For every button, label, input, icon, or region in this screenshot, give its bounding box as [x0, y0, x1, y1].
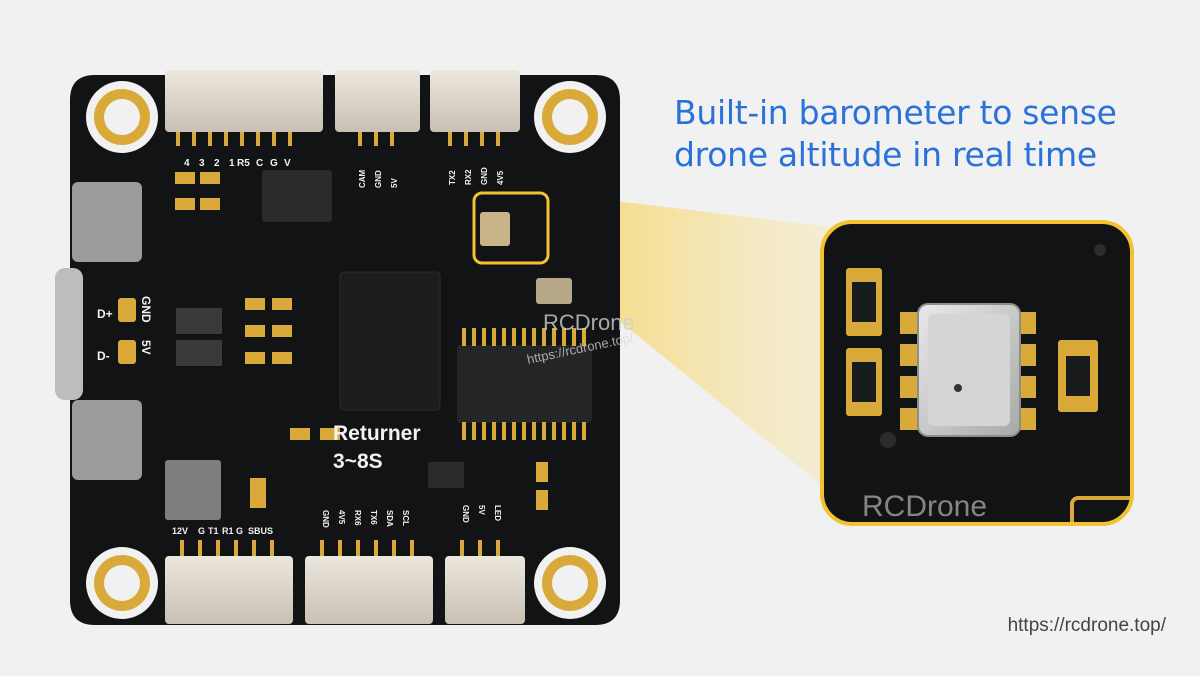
watermark-text: RCDrone — [543, 310, 635, 335]
silk-label: G — [270, 158, 278, 169]
silk-label: C — [256, 158, 263, 169]
silk-label: T1 — [208, 526, 219, 536]
zoom-watermark-text: RCDrone — [862, 490, 987, 523]
silk-label: R5 — [237, 158, 250, 169]
silk-label: D- — [97, 349, 110, 363]
top-connectors — [165, 70, 520, 146]
headline-line-2: drone altitude in real time — [674, 135, 1097, 174]
silk-label: R1 — [222, 526, 234, 536]
silk-label: 1 — [229, 158, 235, 169]
highlight-beam — [548, 193, 840, 500]
silk-label: SCL — [401, 510, 410, 526]
silk-label: TX6 — [369, 510, 378, 525]
solder-pads — [118, 298, 136, 364]
headline: Built-in barometer to sense drone altitu… — [674, 92, 1174, 176]
silkscreen-uart-labels: TX2 RX2 GND 4V5 — [448, 167, 505, 185]
silk-label: V — [284, 158, 291, 169]
zoom-callout — [820, 220, 1134, 526]
barometer-chip-small — [480, 212, 510, 246]
silk-label: CAM — [358, 169, 367, 188]
bottom-connectors — [165, 540, 525, 624]
silkscreen-bottom-left-labels: 12V G T1 R1 G SBUS — [172, 526, 273, 536]
silkscreen-bottom-right-labels: GND 5V LED — [461, 505, 502, 523]
silk-label: G — [236, 526, 243, 536]
board-name: Returner — [333, 422, 421, 445]
silk-label: SDA — [385, 510, 394, 527]
mounting-holes — [86, 81, 606, 619]
components — [165, 170, 592, 520]
silkscreen-top-labels: 4 3 2 1 R5 C G V — [184, 158, 291, 169]
silk-label: 5V — [390, 178, 399, 188]
silk-label: 5V — [139, 340, 153, 355]
silk-label: GND — [461, 505, 470, 523]
silk-label: SBUS — [248, 526, 273, 536]
barometer-highlight-box — [472, 191, 550, 265]
silk-label: G — [198, 526, 205, 536]
silk-label: 2 — [214, 158, 220, 169]
silk-label: GND — [321, 510, 330, 528]
silk-label: TX2 — [448, 170, 457, 185]
silk-label: RX2 — [464, 169, 473, 185]
silk-label: LED — [493, 505, 502, 521]
silk-label: 3 — [199, 158, 205, 169]
usb-connector — [55, 182, 142, 480]
silk-label: RX6 — [353, 510, 362, 526]
silkscreen-bottom-mid-labels: GND 4V5 RX6 TX6 SDA SCL — [321, 510, 410, 528]
board-voltage: 3~8S — [333, 450, 383, 473]
silk-label: 5V — [477, 505, 486, 515]
silk-label: 4V5 — [337, 510, 346, 525]
silk-label: GND — [480, 167, 489, 185]
footer-url: https://rcdrone.top/ — [1007, 615, 1166, 636]
silkscreen-usb-labels: D+ D- GND 5V — [97, 296, 153, 363]
silk-label: GND — [374, 170, 383, 188]
silk-label: 4 — [184, 158, 190, 169]
silk-label: 4V5 — [496, 170, 505, 185]
headline-line-1: Built-in barometer to sense — [674, 93, 1117, 132]
silkscreen-cam-labels: CAM GND 5V — [358, 169, 399, 188]
silk-label: 12V — [172, 526, 188, 536]
silk-label: D+ — [97, 307, 113, 321]
silk-label: GND — [139, 296, 153, 323]
